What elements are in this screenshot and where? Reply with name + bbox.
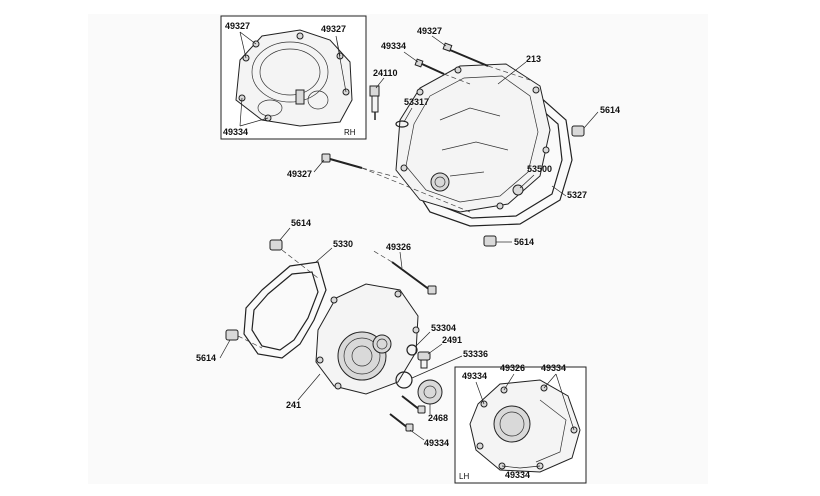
callout-rh-oring: 53317	[404, 97, 429, 107]
lh-dowel-top-shape	[269, 239, 283, 251]
inset-lh-label: 49334	[462, 371, 487, 381]
callout-rh-seal: 53500	[527, 164, 552, 174]
lh-bolt-bottom-shape	[401, 395, 426, 414]
rh-dowel-right-shape	[571, 125, 585, 137]
callout-lh-plug-small: 2491	[442, 335, 462, 345]
callout-rh-top-bolt: 49327	[417, 26, 442, 36]
callout-rh-dowel-bottom: 5614	[514, 237, 534, 247]
callout-rh-dowel-right: 5614	[600, 105, 620, 115]
lh-dowel-left-shape	[225, 329, 239, 341]
inset-lh-label: 49334	[505, 470, 530, 480]
callout-lh-gasket: 5330	[333, 239, 353, 249]
rh-long-bolt-shape	[321, 153, 471, 213]
sheet-background	[88, 14, 708, 484]
lh-plug-small-shape	[417, 351, 431, 369]
callout-lh-bolt-bottom: 49334	[424, 438, 449, 448]
inset-rh-cover-drawing	[235, 29, 353, 127]
inset-rh-tag: RH	[344, 128, 356, 137]
rh-oring-shape	[395, 120, 409, 128]
callout-lh-plug-large: 2468	[428, 413, 448, 423]
callout-rh-plug: 24110	[373, 68, 398, 78]
rh-top-bolt-shape	[442, 42, 489, 67]
rh-dowel-bottom-shape	[483, 235, 497, 247]
callout-lh-dowel-top: 5614	[291, 218, 311, 228]
rh-plug-shape	[369, 85, 380, 120]
lh-oring-shape	[406, 344, 418, 356]
inset-rh-label: 49334	[223, 127, 248, 137]
callout-lh-cover: 241	[286, 400, 301, 410]
lh-gasket-shape	[243, 261, 327, 359]
rh-cover-assembly	[321, 42, 585, 247]
inset-lh-label: 49334	[541, 363, 566, 373]
inset-rh-label: 49327	[321, 24, 346, 34]
callout-rh-long-bolt: 49327	[287, 169, 312, 179]
lh-oring2-shape	[395, 371, 413, 389]
inset-lh-label: 49326	[500, 363, 525, 373]
inset-rh-label: 49327	[225, 21, 250, 31]
lh-bolt-bottom-shape	[389, 413, 414, 432]
callout-lh-dowel-left: 5614	[196, 353, 216, 363]
callout-lh-oring2: 53336	[463, 349, 488, 359]
callout-rh-cover: 213	[526, 54, 541, 64]
callout-lh-bolt: 49326	[386, 242, 411, 252]
lh-plug-large-shape	[417, 379, 443, 405]
callout-lh-oring: 53304	[431, 323, 456, 333]
lh-cover-assembly	[225, 239, 443, 432]
inset-rh: 49327 49327 49334 RH	[220, 15, 367, 140]
callout-rh-gasket: 5327	[567, 190, 587, 200]
lh-bolt-shape	[371, 249, 437, 295]
callout-rh-bolt2: 49334	[381, 41, 406, 51]
inset-lh-tag: LH	[459, 472, 469, 481]
inset-lh: 49334 49326 49334 49334 LH	[454, 363, 587, 484]
